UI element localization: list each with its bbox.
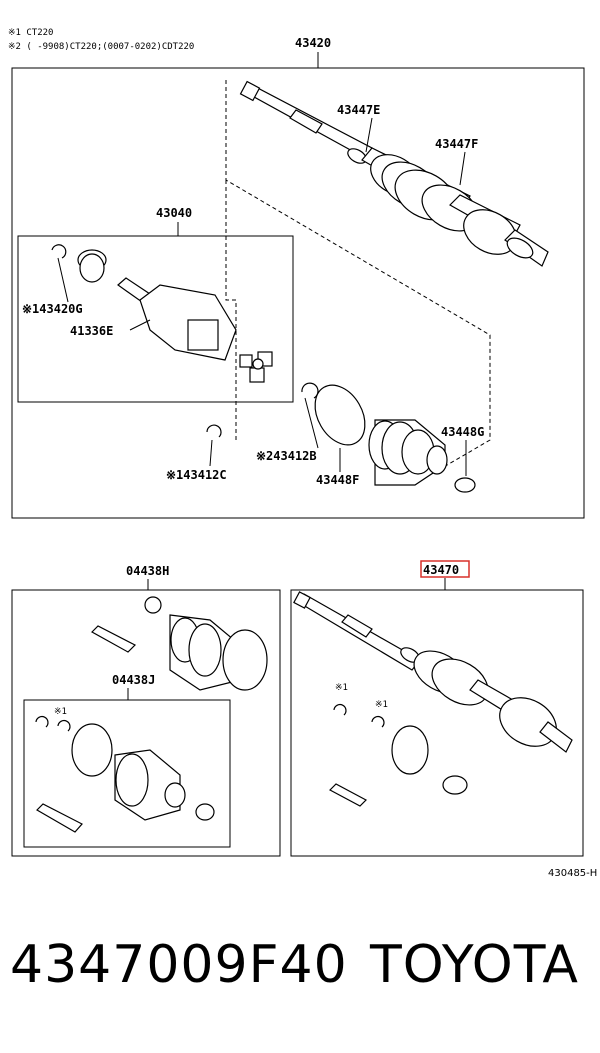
inner-joint — [51, 244, 273, 383]
leader-43412b — [304, 397, 319, 449]
label-43448f: 43448F — [316, 473, 359, 487]
label-43447e: 43447E — [337, 103, 380, 117]
highlight-box-43470 — [420, 560, 470, 578]
leader-43412c — [209, 439, 213, 467]
label-43412b: ※243412B — [256, 449, 317, 463]
leader-41336e — [129, 319, 151, 331]
leader-43447e — [365, 117, 373, 153]
mark-43470-1: ※1 — [335, 683, 348, 693]
drive-shaft-43470 — [293, 591, 573, 807]
label-43040: 43040 — [156, 206, 192, 220]
frame-43420 — [11, 67, 585, 519]
boot-kit-h-parts — [91, 596, 268, 691]
label-43420g: ※143420G — [22, 302, 83, 316]
lower-boot-parts — [206, 382, 476, 493]
brand-name: TOYOTA — [370, 935, 579, 995]
drive-shaft-top — [239, 80, 549, 267]
frame-43040 — [17, 235, 294, 403]
diagram-reference: 430485-H — [548, 868, 597, 879]
label-43420: 43420 — [295, 36, 331, 50]
label-04438h: 04438H — [126, 564, 169, 578]
mark-43470-2: ※1 — [375, 700, 388, 710]
leader-43420g — [57, 257, 69, 303]
note-cdt220: ※2 ( -9908)CT220;(0007-0202)CDT220 — [8, 42, 194, 52]
frame-04438h — [11, 589, 281, 857]
label-04438j: 04438J — [112, 673, 155, 687]
kit-mark-1: ※1 — [54, 707, 67, 717]
dashed-outline-2 — [225, 180, 237, 440]
note-ct220: ※1 CT220 — [8, 28, 53, 38]
label-43448g: 43448G — [441, 425, 484, 439]
footer-caption: 4347009F40 TOYOTA — [10, 935, 595, 995]
frame-04438j — [23, 699, 231, 848]
frame-43470 — [290, 589, 584, 857]
leader-43447f — [459, 151, 466, 186]
label-43470: 43470 — [423, 563, 459, 577]
part-number: 4347009F40 — [10, 935, 348, 995]
dashed-outline — [225, 80, 491, 476]
label-43412c: ※143412C — [166, 468, 227, 482]
label-43447f: 43447F — [435, 137, 478, 151]
boot-kit-j-parts — [35, 716, 215, 833]
label-41336e: 41336E — [70, 324, 113, 338]
